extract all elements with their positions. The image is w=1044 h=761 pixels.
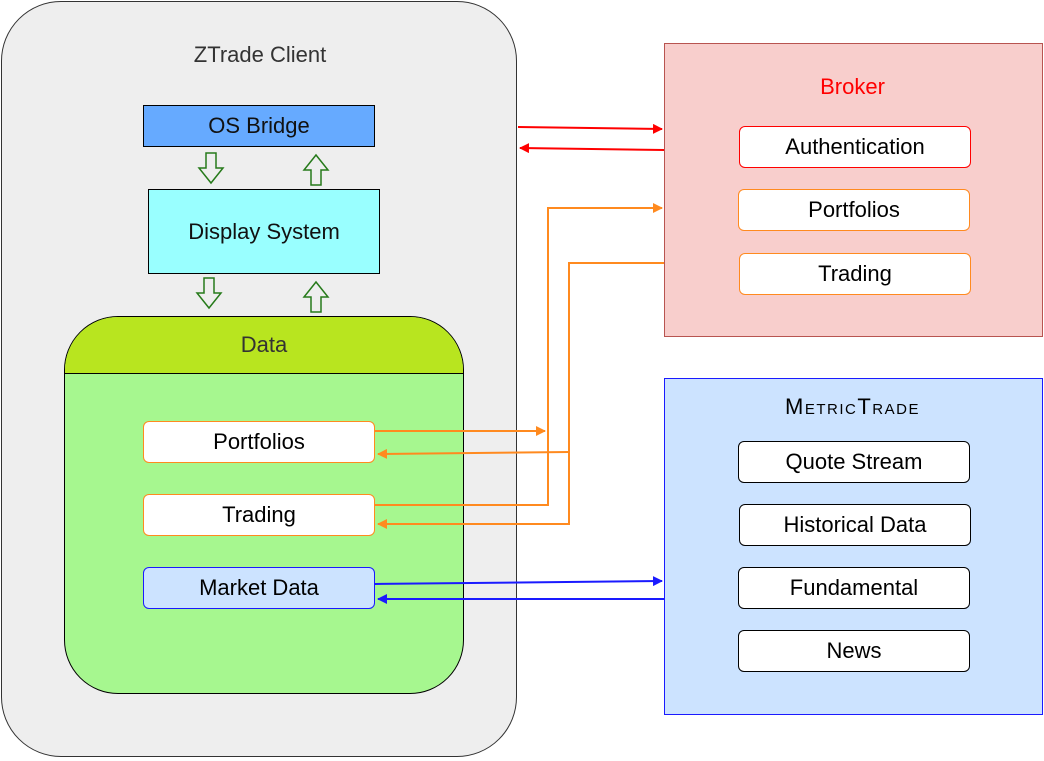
broker-authentication-box: Authentication (739, 126, 971, 168)
broker-to-client-arrow (519, 143, 665, 154)
client-to-broker-arrow (517, 123, 663, 134)
metrictrade-title: MetricTrade (785, 394, 920, 419)
ztrade-client-title: ZTrade Client (193, 42, 327, 67)
arrow-down-os-to-display (197, 152, 225, 185)
arrow-down-display-to-data (195, 277, 223, 310)
arrow-up-data-to-display (302, 280, 330, 313)
metric-fundamental-box: Fundamental (738, 567, 970, 609)
metric-quote-stream-box: Quote Stream (738, 441, 970, 483)
broker-to-data-trading-arrow (377, 262, 664, 529)
broker-title: Broker (820, 74, 885, 99)
market-data-to-metrictrade-arrow (374, 576, 663, 587)
data-portfolios-box: Portfolios (143, 421, 375, 463)
metric-historical-data-box: Historical Data (739, 504, 971, 546)
data-market-data-box: Market Data (143, 567, 375, 609)
display-system-box: Display System (148, 189, 380, 274)
data-header: Data (65, 317, 463, 374)
os-bridge-box: OS Bridge (143, 105, 375, 147)
metric-news-box: News (738, 630, 970, 672)
data-trading-box: Trading (143, 494, 375, 536)
broker-portfolios-box: Portfolios (738, 189, 970, 231)
data-trading-to-broker-arrow (375, 203, 663, 506)
arrow-up-display-to-os (302, 153, 330, 186)
broker-trading-box: Trading (739, 253, 971, 295)
incoming-to-data-portfolios-arrow (377, 448, 570, 459)
